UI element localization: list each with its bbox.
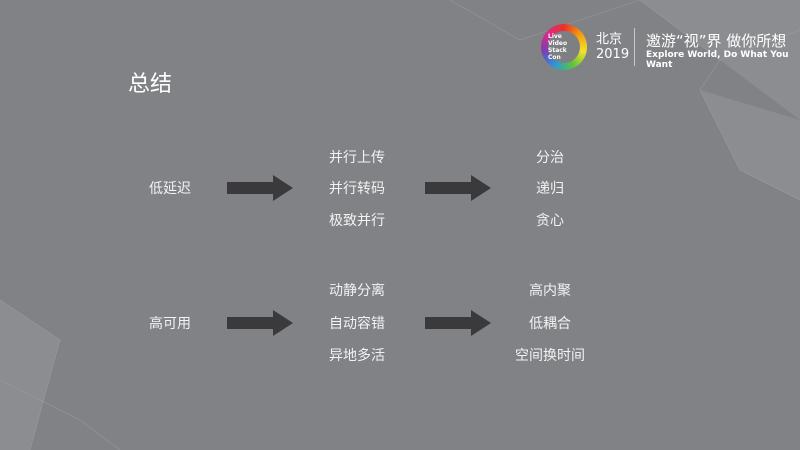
method-item: 动静分离 <box>329 283 385 299</box>
group-label: 高可用 <box>149 316 191 332</box>
slogan-en: Explore World, Do What You Want <box>646 50 789 70</box>
group-label: 低延迟 <box>149 181 191 197</box>
header-divider <box>634 28 635 66</box>
logo-text-line: Stack Con <box>548 47 567 61</box>
arrow-right-icon <box>227 175 293 201</box>
method-item: 极致并行 <box>329 213 385 229</box>
logo-text-line: Live Video <box>548 33 568 47</box>
method-item: 并行转码 <box>329 181 385 197</box>
principle-item: 贪心 <box>536 213 564 229</box>
principle-item: 递归 <box>536 181 564 197</box>
slide-title: 总结 <box>128 72 173 97</box>
year: 2019 <box>596 47 630 62</box>
livevideostackcon-logo: Live Video Stack Con <box>541 24 587 70</box>
method-item: 并行上传 <box>329 150 385 166</box>
arrow-right-icon <box>425 175 491 201</box>
arrow-right-icon <box>425 310 491 336</box>
principle-item: 空间换时间 <box>515 348 585 364</box>
method-item: 自动容错 <box>329 316 385 332</box>
principle-item: 高内聚 <box>529 283 571 299</box>
event-city-year: 北京 2019 <box>596 32 629 62</box>
city: 北京 <box>596 32 623 47</box>
method-item: 异地多活 <box>329 348 385 364</box>
arrow-right-icon <box>227 310 293 336</box>
principle-item: 分治 <box>536 150 564 166</box>
principle-item: 低耦合 <box>529 316 571 332</box>
slogan-cn: 邀游“视”界 做你所想 <box>646 32 787 50</box>
